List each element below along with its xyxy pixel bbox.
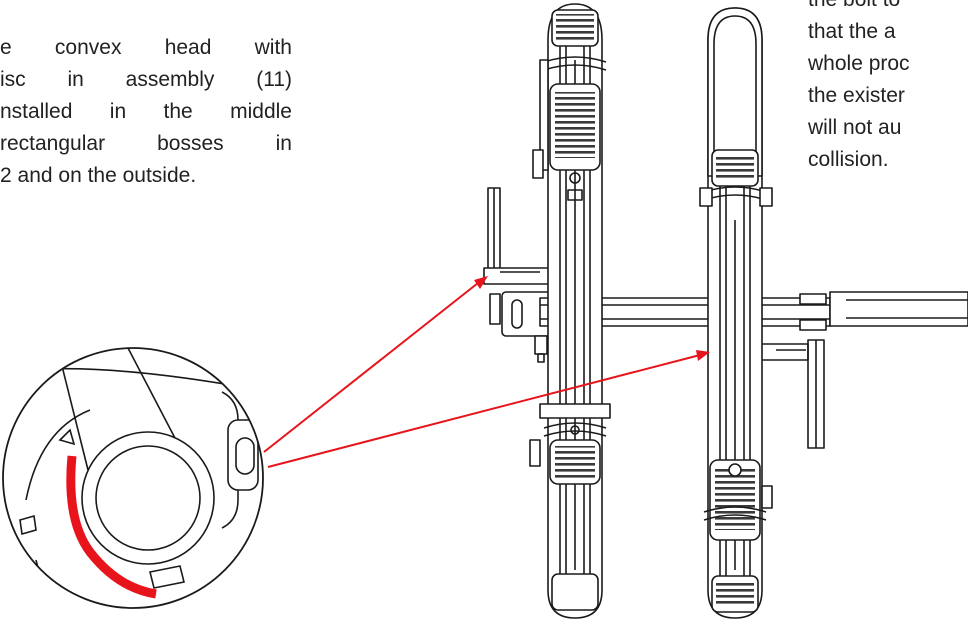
text-line: isc in assembly (11) <box>0 68 292 91</box>
text-line: will not au <box>808 116 902 139</box>
detail-inset-border <box>2 347 264 609</box>
right-post <box>760 339 825 449</box>
left-tray-bottom-cradle <box>529 403 611 485</box>
text-line: rectangular bosses in <box>0 132 292 155</box>
text-line: whole proc <box>808 52 910 75</box>
text-line: collision. <box>808 148 889 171</box>
text-line: the exister <box>808 84 905 107</box>
left-post <box>487 187 501 281</box>
left-tray-top-cradle <box>532 9 607 201</box>
highlight-arc <box>66 455 157 599</box>
text-line: that the a <box>808 20 896 43</box>
instruction-text-right: the bolt to that the a whole proc the ex… <box>808 0 968 176</box>
detail-inset <box>3 348 263 608</box>
arrow-to-right-tray <box>267 354 701 468</box>
left-tray-end-cap <box>551 573 599 611</box>
text-line: the bolt to <box>808 0 968 16</box>
arrow-head <box>696 350 710 361</box>
right-tray-top-cradle <box>699 7 773 207</box>
text-line: e convex head with <box>0 36 292 59</box>
right-tray-bottom-cradle <box>703 459 773 613</box>
instruction-text-left: e convex head with isc in assembly (11) … <box>0 32 292 192</box>
arrow-head <box>474 276 488 289</box>
callout-arrows <box>263 276 710 468</box>
text-line: 2 and on the outside. <box>0 164 197 187</box>
arrow-to-left-mount <box>263 282 479 453</box>
text-line: nstalled in the middle <box>0 100 292 123</box>
